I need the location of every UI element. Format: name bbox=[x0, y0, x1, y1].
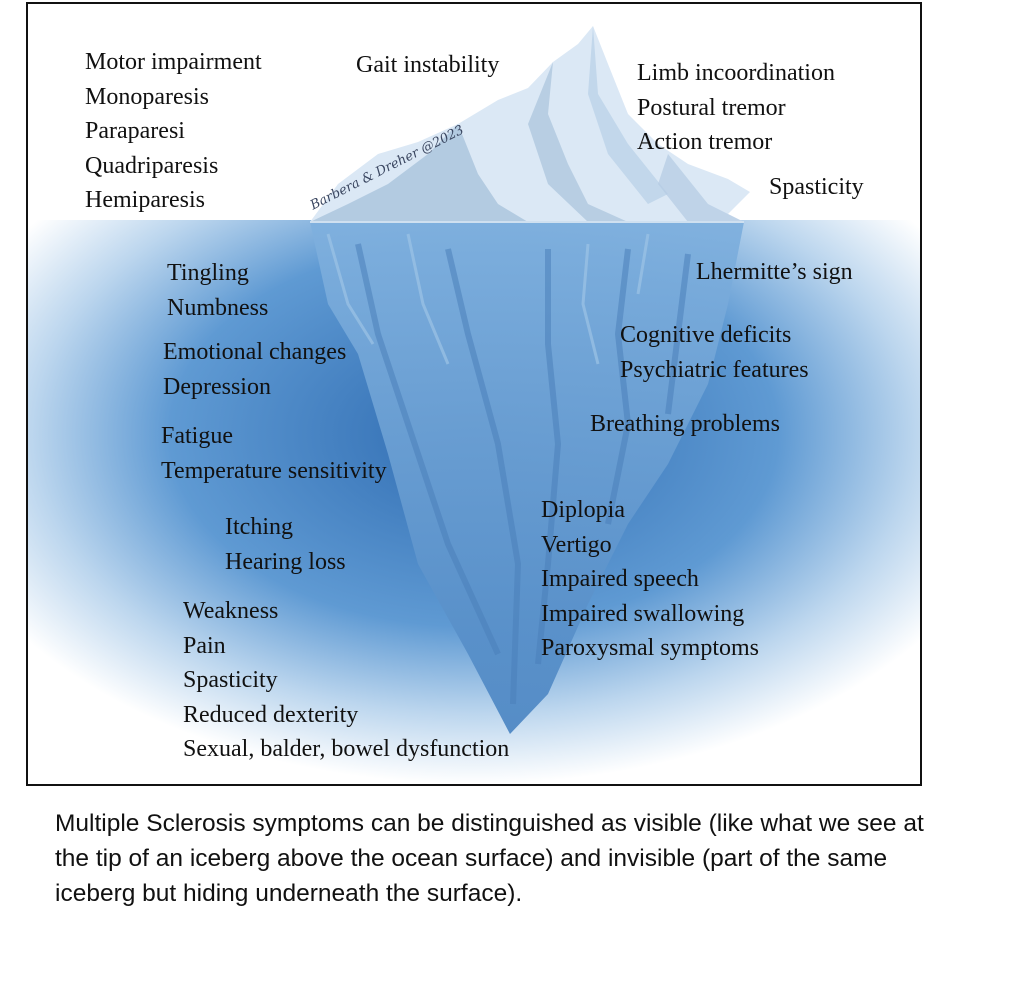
symptom-label: Tingling bbox=[167, 260, 249, 286]
iceberg-illustration bbox=[28, 26, 920, 784]
symptom-label: Cognitive deficits bbox=[620, 322, 792, 348]
figure-caption: Multiple Sclerosis symptoms can be disti… bbox=[55, 810, 924, 907]
symptom-label: Paroxysmal symptoms bbox=[541, 635, 760, 661]
above-right-group: Limb incoordination Postural tremor Acti… bbox=[637, 56, 835, 160]
symptom-label: Lhermitte’s sign bbox=[696, 259, 853, 285]
symptom-label: Weakness bbox=[183, 598, 279, 624]
below-itching-group: Itching Hearing loss bbox=[225, 510, 346, 579]
symptom-label: Limb incoordination bbox=[637, 60, 835, 86]
symptom-label: Quadriparesis bbox=[85, 152, 219, 179]
symptom-label: Fatigue bbox=[161, 423, 233, 449]
symptom-label: Impaired speech bbox=[541, 566, 699, 592]
symptom-label: Paraparesi bbox=[85, 118, 185, 144]
symptom-label: Monoparesis bbox=[85, 83, 209, 110]
symptom-label: Breathing problems bbox=[590, 411, 780, 437]
below-lhermitte-group: Lhermitte’s sign bbox=[696, 255, 853, 290]
symptom-label: Hearing loss bbox=[225, 548, 346, 575]
symptom-label: Reduced dexterity bbox=[183, 701, 359, 728]
below-breathing-group: Breathing problems bbox=[590, 407, 780, 442]
symptom-label: Spasticity bbox=[769, 174, 864, 200]
symptom-label: Hemiparesis bbox=[85, 187, 205, 213]
below-brainstem-group: Diplopia Vertigo Impaired speech Impaire… bbox=[541, 493, 759, 666]
iceberg-figure: Barbera & Dreher @2023 Motor impairment … bbox=[26, 2, 922, 786]
below-motor-group: Weakness Pain Spasticity Reduced dexteri… bbox=[183, 594, 509, 767]
below-cognitive-group: Cognitive deficits Psychiatric features bbox=[620, 318, 809, 387]
symptom-label: Impaired swallowing bbox=[541, 600, 745, 627]
above-top-group: Gait instability bbox=[356, 48, 499, 83]
symptom-label: Pain bbox=[183, 632, 226, 659]
symptom-label: Depression bbox=[163, 373, 271, 400]
symptom-label: Numbness bbox=[167, 294, 269, 321]
below-fatigue-group: Fatigue Temperature sensitivity bbox=[161, 419, 387, 488]
symptom-label: Postural tremor bbox=[637, 94, 786, 121]
symptom-label: Vertigo bbox=[541, 531, 612, 558]
symptom-label: Psychiatric features bbox=[620, 356, 809, 383]
underwater-ridges bbox=[355, 243, 691, 705]
symptom-label: Emotional changes bbox=[163, 339, 347, 365]
below-emotional-group: Emotional changes Depression bbox=[163, 335, 346, 404]
symptom-label: Sexual, balder, bowel dysfunction bbox=[183, 736, 510, 762]
above-far-right-group: Spasticity bbox=[769, 170, 864, 205]
iceberg-tip-shade bbox=[310, 124, 528, 222]
above-left-group: Motor impairment Monoparesis Paraparesi … bbox=[85, 45, 262, 218]
symptom-label: Motor impairment bbox=[85, 49, 262, 75]
below-sensory-group: Tingling Numbness bbox=[167, 256, 268, 325]
symptom-label: Diplopia bbox=[541, 497, 625, 523]
symptom-label: Spasticity bbox=[183, 667, 278, 693]
symptom-label: Temperature sensitivity bbox=[161, 457, 387, 484]
iceberg-underwater bbox=[310, 222, 744, 734]
symptom-label: Itching bbox=[225, 514, 293, 540]
symptom-label: Action tremor bbox=[637, 129, 773, 155]
symptom-label: Gait instability bbox=[356, 52, 500, 78]
